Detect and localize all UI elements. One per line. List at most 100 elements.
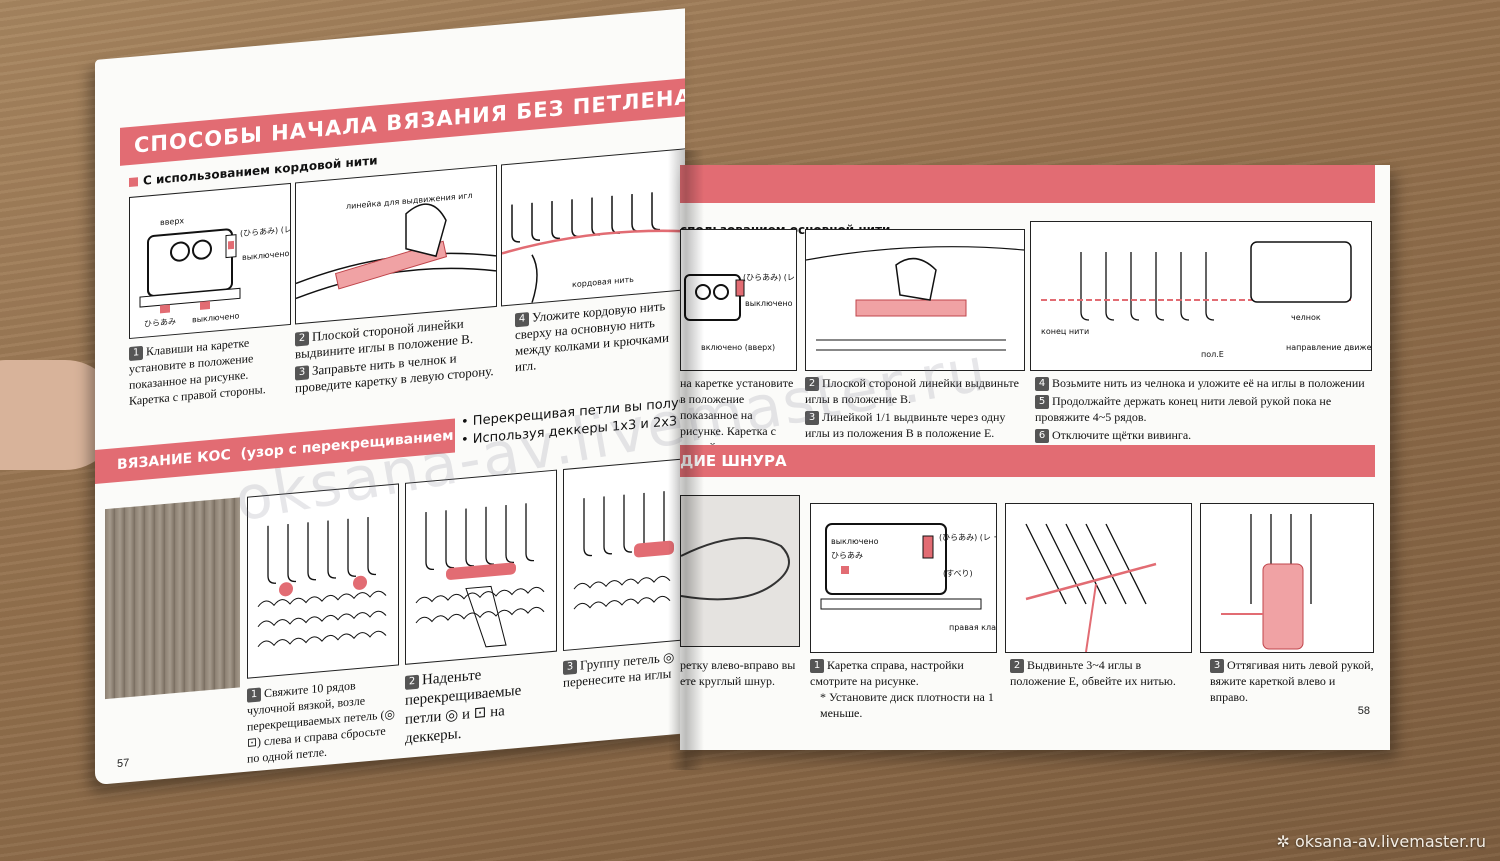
step-text: ретку влево-вправо вы ете круглый шнур. [680, 658, 796, 688]
cord-pull-panel [1200, 503, 1374, 653]
suberi-label: (すべり) [943, 569, 973, 578]
step-number: 1 [810, 659, 824, 673]
cable-header-title: ВЯЗАНИЕ КОС [117, 447, 231, 474]
cord-step-1-note: * Установите диск плотности на 1 меньше. [820, 689, 1000, 721]
step-number: 4 [1035, 377, 1049, 391]
ruler-diagram: линейка для выдвижения игл [295, 191, 497, 300]
right-top-band [680, 165, 1375, 203]
section-marker [129, 177, 138, 188]
up-label: вверх [160, 216, 184, 227]
cord-diagram: кордовая нить [501, 192, 685, 303]
step-text: Плоской стороной линейки выдвиньте иглы … [805, 376, 1019, 406]
step-number: 2 [295, 331, 309, 347]
right-carriage-diagram: (ひらあみ) (レ ー ス) выключено включено (вверх… [684, 273, 796, 352]
right-up-label: включено (вверх) [701, 343, 775, 352]
right-hirame-lace-label: (ひらあみ) (レ ー ス) [743, 273, 796, 282]
hirame-label: ひらあみ [144, 317, 176, 329]
cord-step-0: ретку влево-вправо вы ете круглый шнур. [680, 657, 805, 689]
step-text: Свяжите 10 рядов чулочной вязкой, возле … [247, 678, 395, 766]
step-number: 1 [247, 687, 261, 703]
right-yarn-panel: конец нити челнок направление движения к… [1030, 221, 1372, 371]
step-number: 4 [515, 312, 529, 328]
cord-needles-diagram [1025, 523, 1157, 652]
step-text: на каретке установите в положение показа… [680, 376, 794, 454]
cord-hirame-lace-label: (ひらあみ) (レ ー ス) [939, 533, 996, 542]
right-step-1: на каретке установите в положение показа… [680, 375, 798, 455]
left-header-banner: СПОСОБЫ НАЧАЛА ВЯЗАНИЯ БЕЗ ПЕТЛЕНАБОРНОЙ… [120, 78, 685, 166]
right-yarn-diagram: конец нити челнок направление движения к… [1041, 241, 1371, 359]
note-text: Установите диск плотности на 1 меньше. [820, 690, 994, 720]
step-number: 3 [805, 411, 819, 425]
position-e-label: пол.E [1201, 350, 1224, 359]
step-number: 1 [129, 345, 143, 362]
carriage-diagram: вверх (ひらあみ) (レ ー ス) выключено ひらあみ выкл… [139, 216, 291, 329]
cord-needles-panel [1005, 503, 1192, 653]
site-credit: ✲ oksana-av.livemaster.ru [1276, 832, 1486, 851]
step-text: Группу петель ◎ перенесите на иглы [563, 649, 675, 691]
step-text: Наденьте перекрещиваемые петли ◎ и ⊡ на … [405, 667, 522, 747]
cord-pull-diagram [1221, 514, 1312, 650]
cable-panel-3 [563, 458, 685, 652]
ruler-label: линейка для выдвижения игл [346, 191, 473, 211]
step-text: Отключите щётки вивинга. [1052, 428, 1192, 442]
left-page-number: 57 [117, 757, 130, 771]
cable-diagram-1 [257, 517, 387, 648]
cable-panel-1 [247, 483, 399, 679]
right-page-number: 58 [1357, 705, 1370, 717]
left-page: СПОСОБЫ НАЧАЛА ВЯЗАНИЯ БЕЗ ПЕТЛЕНАБОРНОЙ… [95, 8, 685, 785]
step-number: 6 [1035, 429, 1049, 443]
cord-carriage-diagram: выключено ひらあみ (ひらあみ) (レ ー ス) (すべり) прав… [820, 523, 996, 632]
ruler-panel: линейка для выдвижения игл [295, 164, 497, 325]
step-text: Линейкой 1/1 выдвиньте через одну иглы и… [805, 410, 1006, 440]
cable-diagram-2 [415, 503, 545, 648]
right-key-label: правая клавиша [949, 623, 996, 632]
carriage-panel: вверх (ひらあみ) (レ ー ス) выключено ひらあみ выкл… [129, 182, 291, 340]
note-marker: * [820, 690, 826, 704]
off-right-label: выключено [192, 311, 239, 324]
cable-panel-2 [405, 469, 557, 665]
off-label: выключено [242, 249, 289, 262]
book-gutter [668, 150, 704, 770]
right-ruler-panel [805, 229, 1025, 371]
step-text: Каретка справа, настройки смотрите на ри… [810, 658, 964, 688]
step-number: 2 [805, 377, 819, 391]
step-text: Оттягивая нить левой рукой, вяжите карет… [1210, 658, 1374, 704]
cord-photo [681, 537, 790, 601]
right-off-label: выключено [745, 299, 793, 308]
cord-photo-panel [680, 495, 800, 647]
cord-hirame-label: ひらあみ [831, 551, 863, 560]
shuttle-label: челнок [1291, 313, 1321, 322]
step-number: 3 [295, 365, 309, 381]
cable-diagram-3 [573, 491, 674, 610]
right-carriage-panel: (ひらあみ) (レ ー ス) выключено включено (вверх… [680, 229, 797, 371]
step-text: Выдвиньте 3~4 иглы в положение E, обвейт… [1010, 658, 1176, 688]
step-number: 3 [1210, 659, 1224, 673]
cord-carriage-panel: выключено ひらあみ (ひらあみ) (レ ー ス) (すべり) прав… [810, 503, 997, 653]
step-number: 2 [405, 674, 419, 690]
right-page: спользованием основной нити (ひらあみ) (レ ー … [680, 165, 1390, 750]
hirame-lace-label: (ひらあみ) (レ ー ス) [240, 223, 290, 239]
yarn-end-label: конец нити [1041, 327, 1089, 336]
step-text: Продолжайте держать конец нити левой рук… [1035, 394, 1332, 424]
direction-label: направление движения каретки [1286, 343, 1371, 352]
cord-label: кордовая нить [572, 275, 634, 289]
cord-header-banner: ДИЕ ШНУРА [680, 445, 1375, 477]
cable-knit-photo [105, 497, 240, 700]
step-text: Клавиши на каретке установите в положени… [129, 335, 266, 409]
step-number: 3 [563, 659, 577, 676]
step-number: 2 [1010, 659, 1024, 673]
step-number: 5 [1035, 395, 1049, 409]
cord-panel: кордовая нить [501, 148, 685, 307]
